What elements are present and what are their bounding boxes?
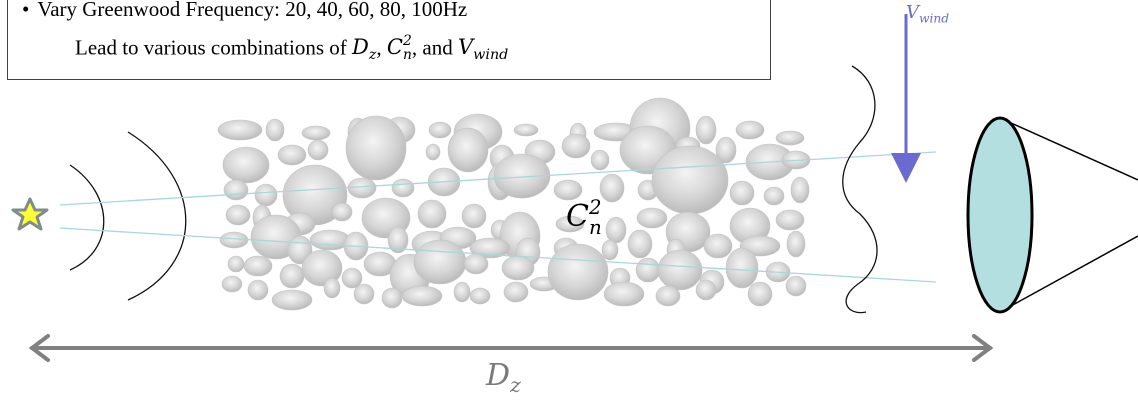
eddy	[603, 281, 645, 307]
eddy	[651, 145, 729, 215]
eddy	[555, 215, 585, 233]
eddy	[341, 267, 363, 289]
eddy	[401, 285, 443, 307]
eddy	[425, 143, 441, 161]
eddy	[657, 249, 703, 291]
eddy	[323, 277, 341, 299]
eddy	[301, 125, 331, 141]
eddy	[391, 178, 415, 198]
eddy	[447, 127, 489, 173]
telescope-side-lower	[999, 235, 1138, 313]
wavefront-small	[69, 164, 105, 271]
eddy	[301, 249, 343, 287]
distance-arrow	[28, 334, 994, 362]
eddy	[331, 202, 353, 222]
eddy	[469, 287, 491, 305]
eddy	[703, 233, 733, 259]
eddy	[513, 123, 539, 137]
eddy	[247, 279, 269, 301]
eddy	[279, 263, 305, 289]
separator-2: , and	[411, 35, 458, 60]
eddy	[547, 243, 609, 301]
eddy	[254, 183, 278, 207]
vwind-label: Vwind	[906, 2, 950, 26]
bullet-icon: •	[22, 0, 30, 21]
receiver-aperture	[966, 116, 1034, 314]
eddy	[265, 118, 285, 142]
separator-1: ,	[376, 35, 387, 60]
eddy	[601, 239, 619, 261]
vwind-term: Vwind	[458, 35, 509, 64]
eddy	[786, 230, 806, 258]
eddy	[695, 115, 717, 145]
eddy	[353, 283, 375, 305]
greenwood-frequency-text: Vary Greenwood Frequency: 20, 40, 60, 80…	[37, 0, 468, 21]
eddy	[636, 207, 668, 229]
eddy	[715, 136, 737, 164]
eddy	[695, 279, 717, 301]
eddy	[655, 285, 681, 307]
eddy	[503, 281, 529, 303]
beam-line-upper	[59, 151, 937, 206]
eddy	[461, 203, 487, 229]
telescope-side-upper	[999, 117, 1138, 181]
beam-line-lower	[59, 227, 937, 283]
eddy	[463, 253, 489, 275]
turbulence-eddies	[217, 97, 811, 311]
eddy	[428, 121, 452, 139]
eddy	[271, 289, 313, 311]
dz-term: Dz	[352, 35, 377, 64]
eddy	[221, 275, 243, 293]
eddy	[307, 139, 329, 161]
eddy	[469, 237, 511, 259]
eddy	[599, 173, 625, 203]
bullet-item: • Vary Greenwood Frequency: 20, 40, 60, 8…	[22, 0, 467, 22]
eddy	[763, 186, 785, 206]
info-textbox: • Vary Greenwood Frequency: 20, 40, 60, 8…	[7, 0, 771, 80]
eddy	[725, 247, 759, 289]
eddy	[627, 229, 653, 259]
wavefront-large	[127, 131, 187, 301]
eddy	[590, 149, 610, 171]
eddy	[785, 275, 807, 297]
combinations-prefix: Lead to various combinations of	[75, 35, 353, 60]
eddy	[243, 255, 273, 277]
eddy	[735, 120, 765, 140]
eddy	[775, 209, 805, 231]
eddy	[605, 216, 627, 244]
eddy	[277, 144, 307, 166]
eddy	[775, 130, 805, 146]
eddy	[387, 226, 409, 254]
eddy	[729, 180, 755, 206]
eddy	[222, 146, 270, 184]
eddy	[561, 133, 591, 159]
eddy	[225, 204, 251, 226]
dz-label: Dz	[486, 358, 521, 397]
eddy	[417, 199, 447, 229]
eddy	[635, 257, 661, 283]
eddy	[227, 255, 245, 273]
wind-profile-curve	[842, 65, 878, 314]
eddy	[790, 176, 810, 204]
eddy	[747, 281, 773, 307]
eddy	[217, 119, 263, 141]
eddy	[413, 239, 467, 285]
eddy	[347, 177, 377, 199]
eddy	[223, 179, 249, 201]
source-star-icon	[11, 197, 49, 231]
eddy	[219, 231, 249, 249]
eddy	[345, 115, 407, 181]
eddy	[381, 287, 403, 309]
eddy	[501, 255, 535, 281]
eddy	[553, 179, 583, 201]
eddy	[453, 281, 471, 303]
